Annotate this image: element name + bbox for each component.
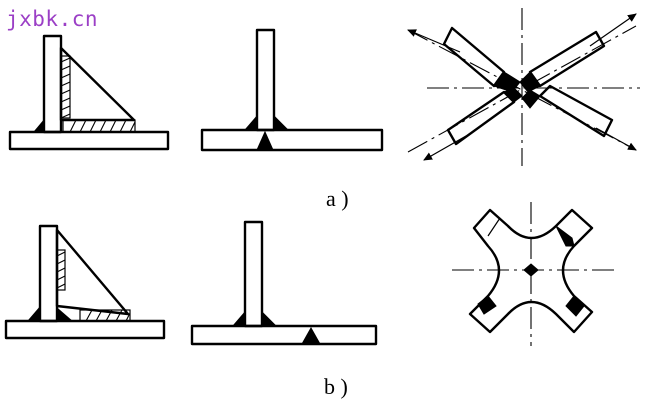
a3-member-lower-right [538,84,614,138]
b2-web-plate [243,220,264,328]
a2-fillet-weld-right [273,114,290,131]
b1-gusset-t-joint [4,224,166,340]
a2-plain-t-joint [200,28,384,152]
a3-weld-upper-right [519,71,541,93]
a3-member-upper-left [442,26,506,88]
a1-gusset-bottom-weld [62,119,136,133]
b1-web-plate [38,224,59,323]
b3-weld-lower-right [565,295,585,317]
b2-fillet-weld-right [261,310,278,327]
b1-gusset-bottom-weld [79,309,131,322]
b2-root-weld [301,326,321,345]
a1-gusset-rib [59,46,136,122]
b2-fillet-weld-left [231,310,246,327]
b1-gusset-rib [55,228,130,316]
b1-fillet-weld-left [26,305,41,322]
caption-a: a ) [326,186,349,211]
b1-fillet-weld-right [56,306,74,322]
b2-base-plate [190,324,378,346]
a3-weld-lower-right [521,89,541,109]
watermark-text: jxbk.cn [6,7,99,31]
a2-base-plate [200,128,384,152]
a1-fillet-weld-left [32,118,45,133]
a3-weld-lower-left [503,87,523,103]
a2-web-plate [255,28,276,132]
a1-gusset-vertical-weld [60,55,71,119]
a3-load-arrow-top-right [589,13,637,47]
b2-plain-t-joint [190,220,378,346]
b3-weld-upper-right [555,225,575,247]
b1-gusset-vertical-weld [56,249,66,291]
caption-b: b ) [324,374,348,399]
b1-base-plate [4,319,166,340]
a2-root-weld [256,130,274,151]
a3-load-arrow-top-left [407,29,461,53]
b3-tab-edge-upper-left [487,217,501,237]
b3-weld-lower-left [477,295,497,315]
a3-member-lower-left [446,90,516,146]
a3-cross-joint [407,8,640,166]
b3-node-outline [468,208,594,334]
b3-center-weld [523,263,539,277]
a3-centerline-diagonal-1 [407,29,637,151]
a1-gusset-t-joint [8,34,170,151]
a2-fillet-weld-left [243,114,258,131]
a3-load-arrow-bottom-right [595,127,637,151]
a3-centerline-diagonal-2 [407,25,637,153]
a1-base-plate [8,130,170,151]
a3-load-arrow-bottom-left [423,135,467,161]
a1-web-plate [42,34,63,134]
b3-cruciform-node [452,202,614,346]
a3-weld-upper-left [493,71,521,93]
